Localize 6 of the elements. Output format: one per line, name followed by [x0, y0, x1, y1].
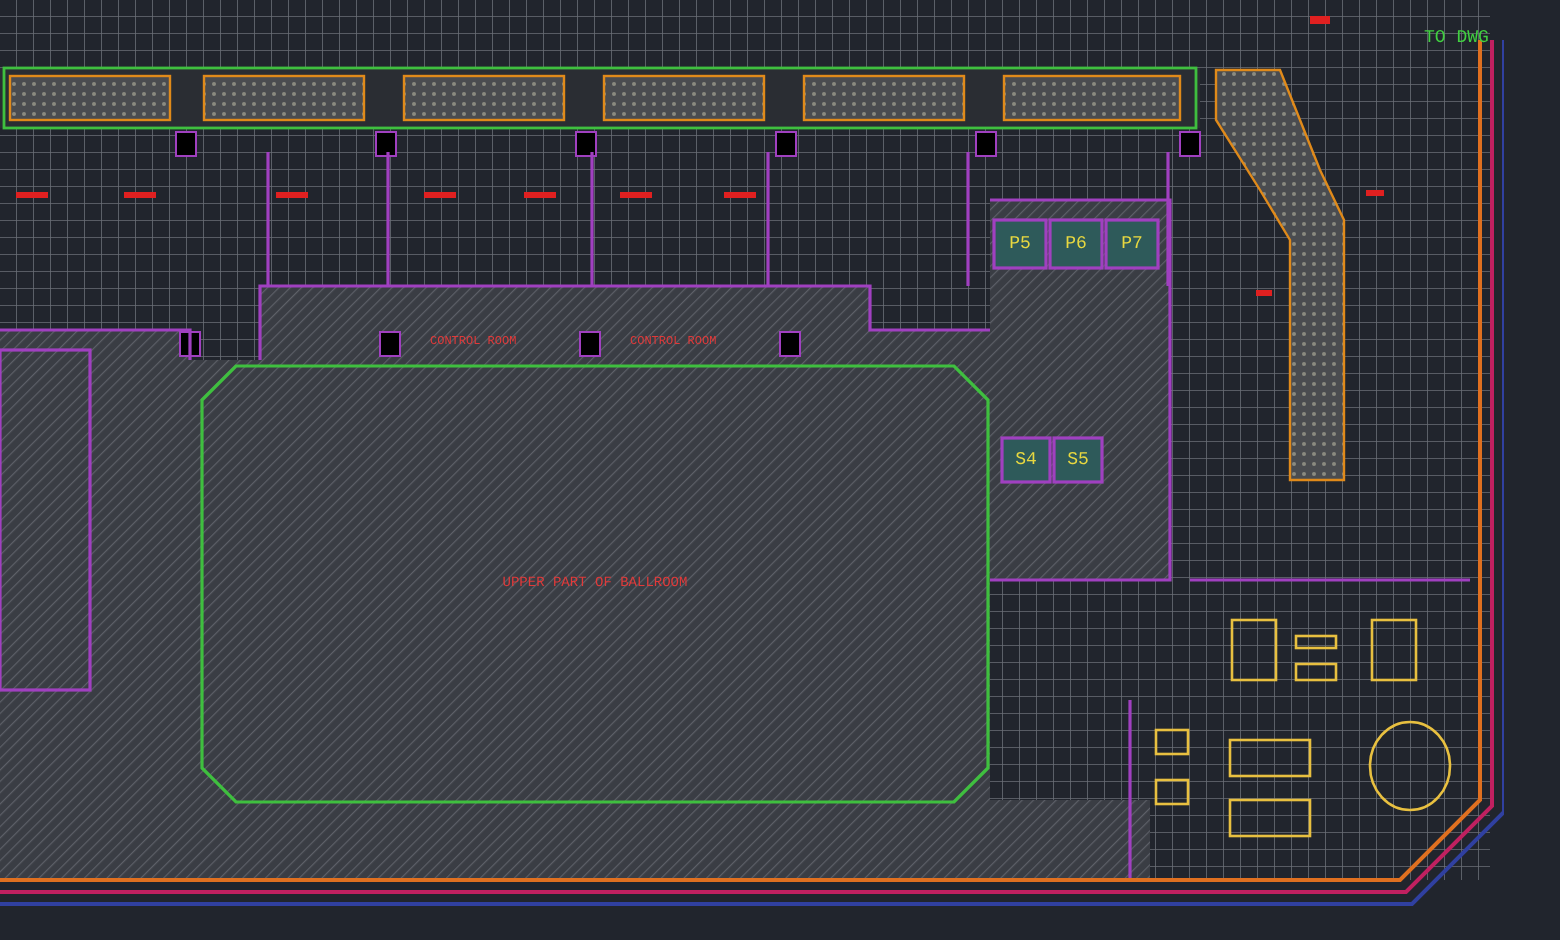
room-label: P6 — [1065, 234, 1087, 254]
room-label: P7 — [1121, 234, 1143, 254]
room-label: P5 — [1009, 234, 1031, 254]
drawing-reference-note: TO DWG — [1424, 28, 1489, 48]
room-label: S5 — [1067, 450, 1089, 470]
room-label: S4 — [1015, 450, 1037, 470]
